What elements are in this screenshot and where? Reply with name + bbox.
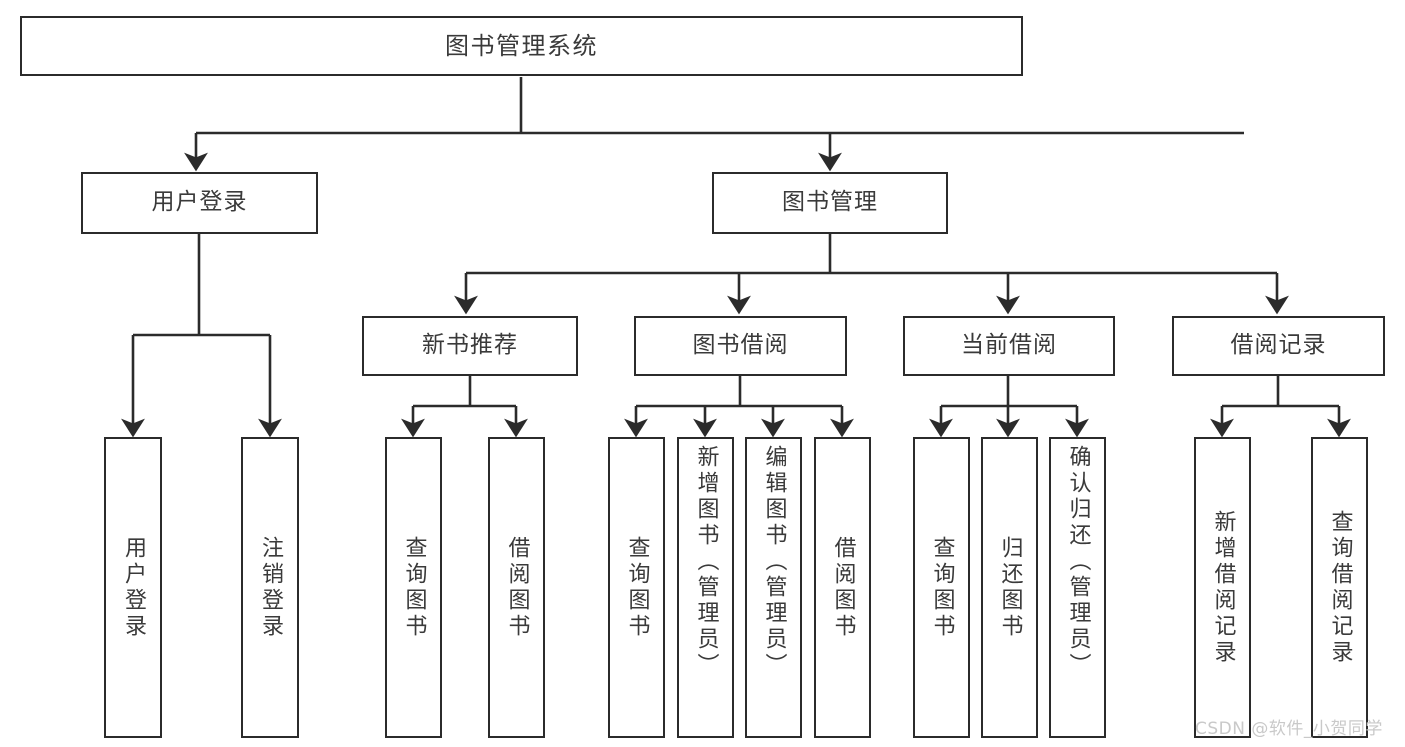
node-leaf-query-book-current[interactable]: 查询图书 [913, 437, 970, 738]
node-leaf-user-logout[interactable]: 注销登录 [241, 437, 299, 738]
node-label: 查询图书 [624, 535, 650, 640]
node-label: 借阅图书 [830, 535, 856, 640]
node-label: 新书推荐 [422, 332, 518, 359]
node-leaf-query-borrow-record[interactable]: 查询借阅记录 [1311, 437, 1368, 738]
node-label: 查询借阅记录 [1327, 509, 1353, 666]
csdn-watermark: CSDN @软件_小贺同学 [1195, 719, 1383, 739]
node-root-book-management-system[interactable]: 图书管理系统 [20, 16, 1023, 76]
node-label: 查询图书 [929, 535, 955, 640]
node-label: 注销登录 [258, 535, 283, 640]
node-label: 借阅记录 [1230, 332, 1327, 359]
node-label: 图书管理系统 [445, 31, 598, 60]
node-label: 用户登录 [121, 535, 146, 640]
node-label: 编辑图书（管理员） [761, 445, 787, 679]
node-leaf-user-login[interactable]: 用户登录 [104, 437, 162, 738]
node-label: 归还图书 [997, 535, 1023, 640]
node-book-borrow[interactable]: 图书借阅 [634, 316, 847, 376]
node-leaf-borrow-book-borrow[interactable]: 借阅图书 [814, 437, 871, 738]
node-label: 确认归还（管理员） [1065, 445, 1091, 679]
node-leaf-return-book[interactable]: 归还图书 [981, 437, 1038, 738]
node-label: 用户登录 [151, 189, 248, 216]
node-label: 图书管理 [782, 189, 878, 216]
node-leaf-add-borrow-record[interactable]: 新增借阅记录 [1194, 437, 1251, 738]
node-current-borrow[interactable]: 当前借阅 [903, 316, 1115, 376]
node-label: 新增图书（管理员） [693, 445, 719, 679]
node-leaf-borrow-book-recommend[interactable]: 借阅图书 [488, 437, 545, 738]
node-label: 图书借阅 [692, 332, 789, 359]
node-user-login[interactable]: 用户登录 [81, 172, 318, 234]
node-leaf-edit-book[interactable]: 编辑图书（管理员） [745, 437, 802, 738]
node-label: 借阅图书 [504, 535, 530, 640]
node-borrow-record[interactable]: 借阅记录 [1172, 316, 1385, 376]
node-leaf-confirm-return[interactable]: 确认归还（管理员） [1049, 437, 1106, 738]
node-leaf-query-book-recommend[interactable]: 查询图书 [385, 437, 442, 738]
node-new-book-recommend[interactable]: 新书推荐 [362, 316, 578, 376]
node-leaf-query-book-borrow[interactable]: 查询图书 [608, 437, 665, 738]
node-label: 新增借阅记录 [1210, 509, 1236, 666]
node-label: 当前借阅 [961, 332, 1057, 359]
node-book-manage[interactable]: 图书管理 [712, 172, 948, 234]
node-leaf-add-book[interactable]: 新增图书（管理员） [677, 437, 734, 738]
node-label: 查询图书 [401, 535, 427, 640]
